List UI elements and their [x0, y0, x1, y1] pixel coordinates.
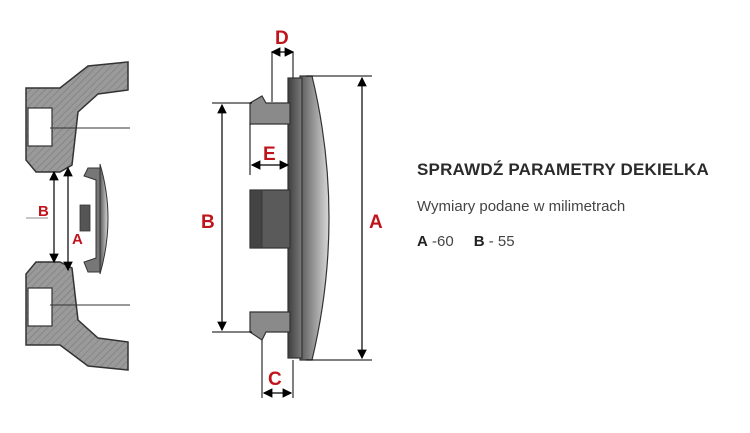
right-label-e: E: [263, 144, 276, 165]
panel-subtitle: Wymiary podane w milimetrach: [417, 198, 626, 215]
right-label-b: B: [201, 212, 215, 233]
right-label-c: C: [268, 369, 282, 390]
left-label-b: B: [38, 203, 49, 220]
left-label-a: A: [72, 231, 83, 248]
info-panel: SPRAWDŹ PARAMETRY DEKIELKA Wymiary podan…: [417, 160, 747, 250]
right-label-d: D: [275, 28, 289, 49]
panel-heading: SPRAWDŹ PARAMETRY DEKIELKA: [417, 160, 710, 179]
cap-side-view: [212, 47, 372, 398]
param-b-value: - 55: [488, 233, 515, 250]
param-a: A -60: [417, 233, 454, 250]
param-list: A -60 B - 55: [417, 233, 747, 250]
param-a-value: -60: [432, 233, 454, 250]
wheel-hub-section: [25, 61, 130, 371]
right-label-a: A: [369, 212, 383, 233]
param-b-key: B: [473, 233, 485, 250]
param-b: B - 55: [474, 233, 515, 250]
param-a-key: A: [417, 233, 428, 250]
